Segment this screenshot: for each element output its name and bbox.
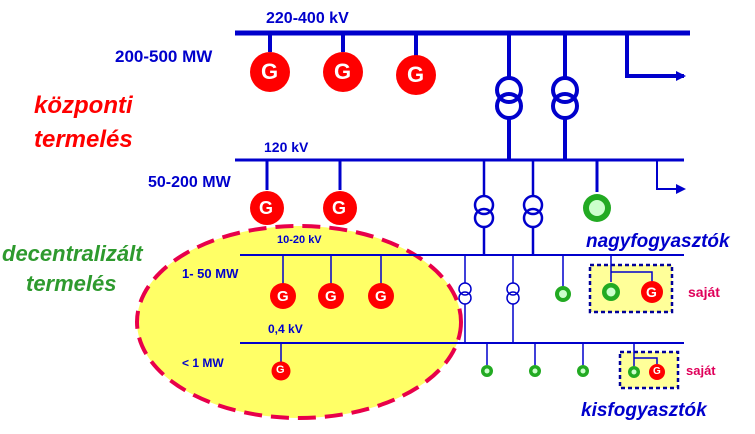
generator-mid-1 — [250, 191, 284, 225]
generator-top-2 — [323, 52, 363, 92]
voltage-label-120: 120 kV — [264, 139, 309, 155]
export-arrow-top — [625, 33, 686, 81]
generator-letter: G — [276, 364, 285, 376]
transformer-400-120-a — [495, 33, 523, 160]
generator-letter: G — [334, 59, 352, 84]
generator-letter: G — [653, 366, 661, 377]
own-label-medium: saját — [688, 284, 720, 300]
central-generators — [250, 52, 436, 381]
generator-top-1 — [250, 52, 290, 92]
generator-letter: G — [407, 62, 425, 87]
generator-letter: G — [259, 198, 274, 218]
generator-letter: G — [325, 288, 337, 305]
transformer-20-04-b — [506, 255, 520, 343]
power-label-200-500: 200-500 MW — [115, 47, 213, 66]
generator-mid-2 — [323, 191, 357, 225]
transformer-400-120-b — [551, 33, 579, 160]
generator-letter: G — [261, 59, 279, 84]
export-arrow-mid — [656, 160, 686, 194]
voltage-label-10-20: 10-20 kV — [277, 234, 322, 246]
decentral-generation-label-1: decentralizált — [2, 241, 143, 266]
voltage-label-220-400: 220-400 kV — [266, 10, 349, 27]
central-generation-label-1: központi — [34, 92, 133, 119]
own-generation-medium — [588, 255, 674, 314]
central-generation-label-2: termelés — [34, 126, 133, 153]
generator-letter: G — [646, 284, 657, 300]
large-consumers-label: nagyfogyasztók — [586, 231, 730, 252]
generator-letter: G — [375, 288, 387, 305]
decentral-generation-label-2: termelés — [26, 271, 117, 296]
transformer-20-04-a — [458, 255, 472, 343]
power-label-below-1: < 1 MW — [182, 356, 224, 370]
generator-letter: G — [332, 198, 347, 218]
power-label-50-200: 50-200 MW — [148, 174, 231, 191]
generator-dec-2 — [318, 283, 344, 309]
generator-dec-1 — [270, 283, 296, 309]
consumers — [481, 194, 611, 377]
voltage-label-0-4: 0,4 kV — [268, 322, 303, 336]
generator-dec-3 — [368, 283, 394, 309]
small-consumers-label: kisfogyasztók — [581, 400, 707, 421]
generator-low-1 — [271, 361, 291, 381]
generator-top-3 — [396, 55, 436, 95]
transformer-120-20-a — [473, 160, 495, 255]
generator-letter: G — [277, 288, 289, 305]
own-label-low: saját — [686, 363, 716, 378]
own-generation-low — [618, 343, 680, 390]
power-label-1-50: 1- 50 MW — [182, 266, 239, 281]
transformer-120-20-b — [522, 160, 544, 255]
decentralized-zone — [135, 224, 463, 420]
